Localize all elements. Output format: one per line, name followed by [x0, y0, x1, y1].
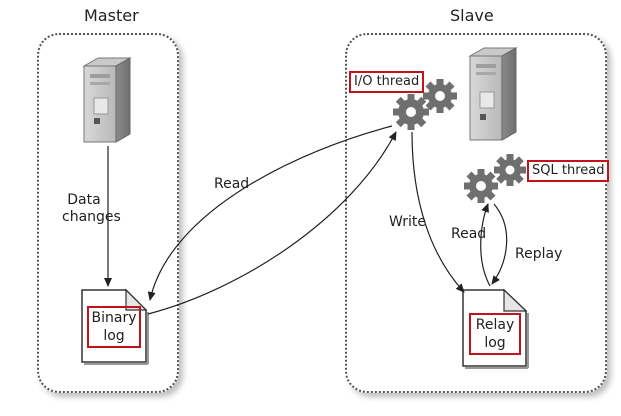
- data-changes-line2: changes: [62, 209, 121, 225]
- read-label: Read: [214, 176, 250, 192]
- relay-log-line2: log: [484, 335, 506, 351]
- write-label: Write: [389, 214, 426, 230]
- sql-thread-label: SQL thread: [527, 160, 610, 182]
- slave-title: Slave: [450, 6, 494, 25]
- replay-label: Replay: [515, 246, 563, 262]
- relay-log-label: Relay log: [469, 313, 521, 355]
- master-title: Master: [84, 6, 139, 25]
- data-changes-label: Data changes: [62, 192, 121, 226]
- io-thread-label: I/O thread: [349, 71, 425, 93]
- slave-read-label: Read: [451, 226, 487, 242]
- binary-log-line1: Binary: [91, 310, 137, 326]
- binary-log-line2: log: [103, 328, 125, 344]
- data-changes-line1: Data: [67, 192, 101, 208]
- relay-log-line1: Relay: [475, 317, 515, 333]
- binary-log-label: Binary log: [87, 306, 141, 348]
